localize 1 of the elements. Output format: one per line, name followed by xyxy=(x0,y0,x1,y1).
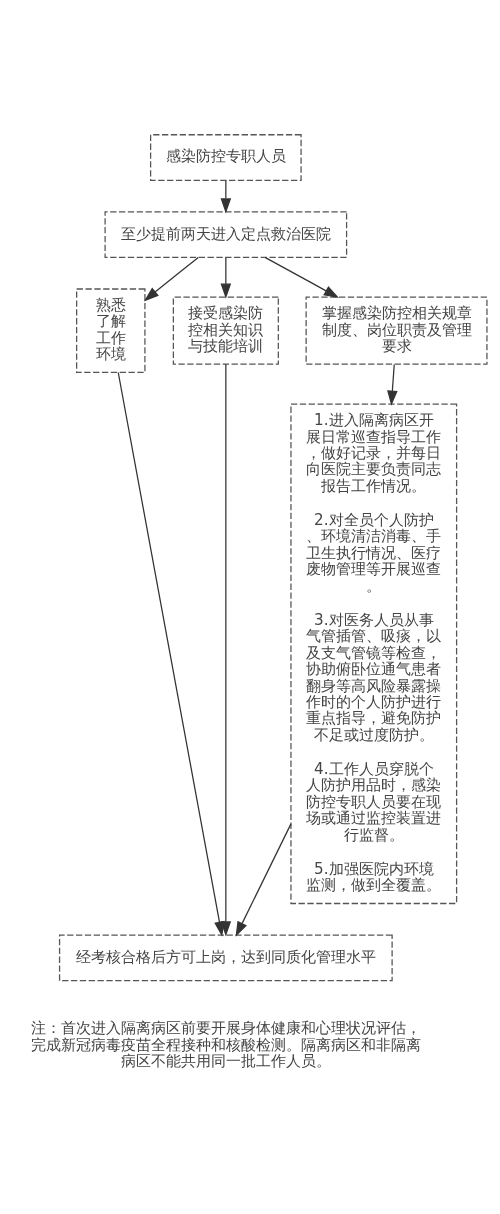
label: 注：首次进入隔离病区前要开展身体健康和心理状况评估，完成新冠病毒疫苗全程接种和核酸检测。隔离病区和非隔离病区不能共用同一批工作人员。 xyxy=(30,1019,421,1071)
